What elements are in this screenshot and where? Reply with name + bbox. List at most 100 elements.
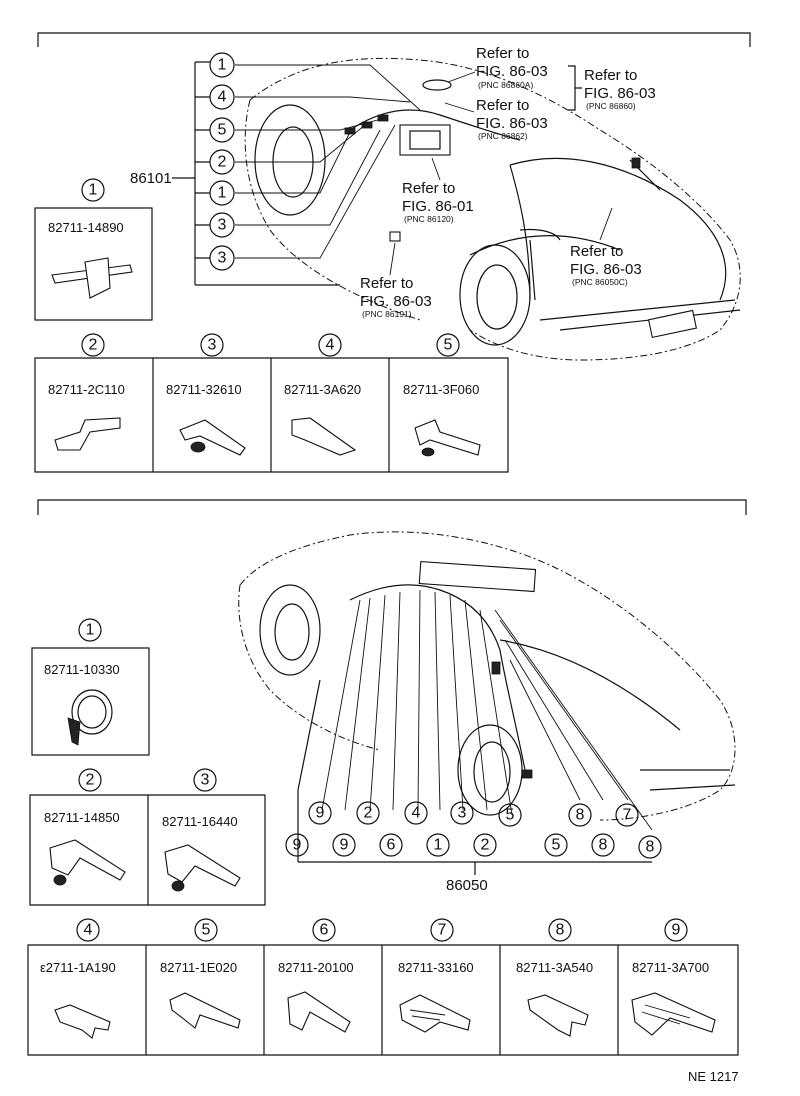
callout-circle: 4 (404, 801, 428, 825)
part-box[interactable]: 1 82711-14890 (34, 178, 153, 321)
callout-number: 4 (218, 89, 227, 106)
callout-circle: 3 (209, 245, 235, 271)
refer-callout[interactable]: Refer to FIG. 86-03 (PNC 86862) (476, 97, 548, 141)
part-number-circle: 4 (326, 337, 335, 354)
callout-number: 3 (218, 217, 227, 234)
callout-number: 5 (552, 837, 561, 854)
figure-code: NE 1217 (688, 1069, 739, 1084)
part-box[interactable]: 4 82711-3A620 (284, 333, 361, 456)
clip-illustration (631, 992, 716, 1036)
callout-number: 1 (218, 57, 227, 74)
refer-pnc: (PNC 86860) (586, 101, 636, 111)
callout-number: 2 (364, 805, 373, 822)
part-number[interactable]: 82711-33160 (398, 960, 474, 975)
callout-circle: 1 (426, 833, 450, 857)
refer-pnc: (PNC 86860A) (478, 80, 533, 90)
car-illustration-top (244, 57, 741, 361)
refer-fig[interactable]: FIG. 86-03 (360, 293, 432, 310)
refer-fig[interactable]: FIG. 86-03 (476, 63, 548, 80)
part-number-circle: 1 (86, 622, 95, 639)
clamp-illustration (67, 689, 113, 746)
part-box[interactable]: 1 82711-10330 (31, 618, 150, 756)
part-box[interactable]: 2 82711-14850 (44, 768, 126, 886)
part-number[interactable]: 82711-3A620 (284, 382, 361, 397)
refer-pnc: (PNC 86050C) (572, 277, 628, 287)
part-box[interactable]: 3 82711-16440 (162, 768, 241, 892)
refer-fig[interactable]: FIG. 86-03 (584, 85, 656, 102)
callout-circle: 5 (209, 117, 235, 143)
clip-illustration (287, 991, 351, 1033)
part-number-circle: 6 (320, 922, 329, 939)
refer-fig[interactable]: FIG. 86-03 (570, 261, 642, 278)
callout-circle: 1 (209, 52, 235, 78)
callout-number: 9 (340, 837, 349, 854)
refer-callout[interactable]: Refer to FIG. 86-03 (PNC 86860A) (476, 45, 548, 90)
part-number[interactable]: 82711-1E020 (160, 960, 237, 975)
callout-circle: 1 (209, 180, 235, 206)
callout-circle: 9 (308, 801, 332, 825)
callout-number: 1 (218, 185, 227, 202)
refer-text: Refer to (584, 67, 637, 84)
callout-number: 5 (506, 807, 515, 824)
part-number[interactable]: 82711-32610 (166, 382, 242, 397)
refer-callout[interactable]: Refer to FIG. 86-03 (PNC 86860) (584, 67, 656, 111)
part-number[interactable]: ε2711-1A190 (40, 960, 116, 975)
part-box[interactable]: 6 82711-20100 (278, 918, 354, 1033)
part-number[interactable]: 82711-10330 (44, 662, 120, 677)
part-box[interactable]: 7 82711-33160 (398, 918, 474, 1033)
refer-callout[interactable]: Refer to FIG. 86-03 (PNC 86191) (360, 275, 432, 319)
callout-circle: 3 (450, 801, 474, 825)
part-box[interactable]: 8 82711-3A540 (516, 918, 593, 1037)
refer-fig[interactable]: FIG. 86-01 (402, 198, 474, 215)
callout-circle: 9 (332, 833, 356, 857)
refer-text: Refer to (476, 97, 529, 114)
callout-circle: 9 (285, 833, 309, 857)
callout-number: 8 (599, 837, 608, 854)
clip-illustration (414, 419, 481, 456)
part-number[interactable]: 82711-14890 (48, 220, 124, 235)
part-box[interactable]: 3 82711-32610 (166, 333, 246, 456)
clip-illustration (49, 839, 126, 881)
group-label-86101: 86101 (130, 170, 172, 187)
part-number-circle: 2 (89, 337, 98, 354)
part-number[interactable]: 82711-16440 (162, 814, 238, 829)
callout-number: 3 (458, 805, 467, 822)
part-number-circle: 2 (86, 772, 95, 789)
clip-illustration (527, 994, 589, 1037)
part-number[interactable]: 82711-20100 (278, 960, 354, 975)
callout-number: 5 (218, 122, 227, 139)
part-number[interactable]: 82711-3A540 (516, 960, 593, 975)
part-number[interactable]: 82711-3F060 (403, 382, 479, 397)
clip-illustration (179, 419, 246, 456)
callout-number: 6 (387, 837, 396, 854)
part-box[interactable]: 9 82711-3A700 (631, 918, 716, 1036)
part-number[interactable]: 82711-2C110 (48, 382, 125, 397)
callout-circle: 2 (356, 801, 380, 825)
callout-number: 9 (293, 837, 302, 854)
part-number-circle: 5 (444, 337, 453, 354)
callout-number: 7 (623, 807, 632, 824)
clip-illustration (54, 417, 121, 451)
refer-pnc: (PNC 86120) (404, 214, 454, 224)
callout-number: 8 (646, 839, 655, 856)
clip-illustration (54, 1004, 111, 1039)
callout-circle: 6 (379, 833, 403, 857)
refer-callout[interactable]: Refer to FIG. 86-01 (PNC 86120) (402, 180, 474, 224)
part-box[interactable]: 4 ε2711-1A190 (40, 918, 116, 1039)
refer-text: Refer to (402, 180, 455, 197)
part-number-circle: 3 (208, 337, 217, 354)
callout-circle: 2 (209, 149, 235, 175)
callout-circle: 7 (615, 803, 639, 827)
part-box[interactable]: 2 82711-2C110 (48, 333, 125, 451)
part-number-circle: 7 (438, 922, 447, 939)
part-number[interactable]: 82711-3A700 (632, 960, 709, 975)
part-number[interactable]: 82711-14850 (44, 810, 120, 825)
part-box[interactable]: 5 82711-3F060 (403, 333, 481, 457)
callout-circle: 5 (498, 803, 522, 827)
part-box[interactable]: 5 82711-1E020 (160, 918, 241, 1029)
refer-fig[interactable]: FIG. 86-03 (476, 115, 548, 132)
part-number-circle: 3 (201, 772, 210, 789)
refer-callout[interactable]: Refer to FIG. 86-03 (PNC 86050C) (570, 243, 642, 287)
clip-illustration (169, 992, 241, 1029)
